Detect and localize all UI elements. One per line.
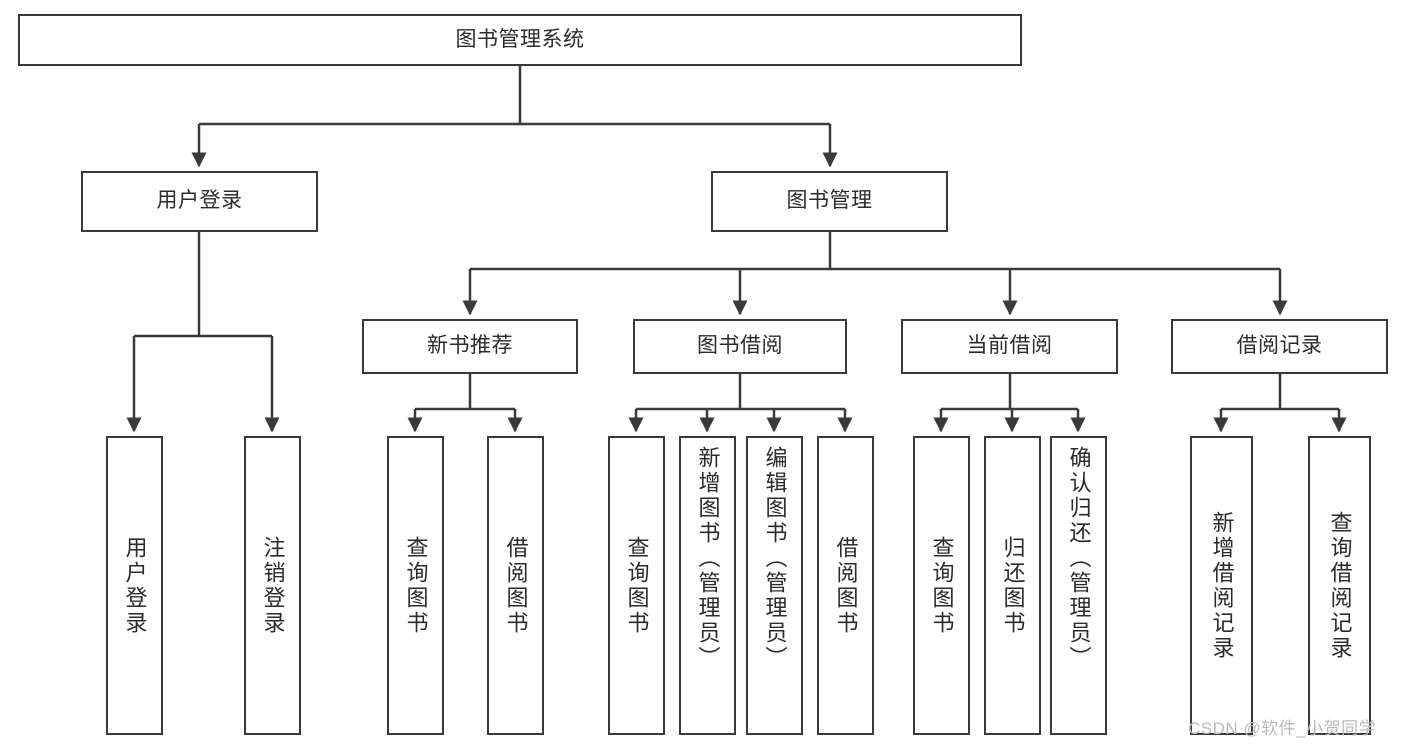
node-leaf-query-book-borrow-label: 查询图书	[624, 535, 650, 636]
node-book-borrow-label: 图书借阅	[697, 334, 783, 358]
node-new-book-recommend-label: 新书推荐	[427, 334, 513, 358]
node-book-borrow[interactable]: 图书借阅	[633, 319, 847, 374]
node-leaf-query-borrow-record[interactable]: 查询借阅记录	[1308, 436, 1371, 735]
node-current-borrow[interactable]: 当前借阅	[901, 319, 1118, 374]
node-leaf-add-borrow-record-label: 新增借阅记录	[1209, 510, 1235, 661]
node-leaf-confirm-return-admin[interactable]: 确认归还（管理员）	[1050, 436, 1107, 735]
node-leaf-edit-book-admin-label: 编辑图书（管理员）	[762, 446, 788, 671]
node-current-borrow-label: 当前借阅	[966, 334, 1053, 358]
node-leaf-borrow-book-new-label: 借阅图书	[503, 535, 529, 636]
node-leaf-edit-book-admin[interactable]: 编辑图书（管理员）	[746, 436, 803, 735]
node-leaf-query-book-new-label: 查询图书	[403, 535, 429, 636]
node-leaf-borrow-book[interactable]: 借阅图书	[817, 436, 874, 735]
node-leaf-query-book-current-label: 查询图书	[929, 535, 955, 636]
node-leaf-query-borrow-record-label: 查询借阅记录	[1327, 510, 1353, 661]
node-root[interactable]: 图书管理系统	[18, 14, 1022, 66]
node-leaf-query-book-new[interactable]: 查询图书	[387, 436, 444, 735]
node-new-book-recommend[interactable]: 新书推荐	[362, 319, 578, 374]
node-leaf-borrow-book-new[interactable]: 借阅图书	[487, 436, 544, 735]
node-borrow-records-label: 借阅记录	[1236, 334, 1323, 358]
node-leaf-user-login[interactable]: 用户登录	[106, 436, 163, 735]
node-leaf-confirm-return-admin-label: 确认归还（管理员）	[1066, 446, 1092, 671]
node-leaf-return-book-label: 归还图书	[1000, 535, 1026, 636]
node-leaf-return-book[interactable]: 归还图书	[984, 436, 1041, 735]
node-user-login-label: 用户登录	[156, 189, 243, 213]
node-leaf-add-book-admin[interactable]: 新增图书（管理员）	[679, 436, 736, 735]
node-leaf-add-book-admin-label: 新增图书（管理员）	[695, 446, 721, 671]
node-book-management[interactable]: 图书管理	[711, 171, 948, 232]
node-leaf-query-book-borrow[interactable]: 查询图书	[608, 436, 665, 735]
node-leaf-user-login-label: 用户登录	[122, 535, 148, 636]
csdn-watermark: CSDN @软件_小贺同学	[1188, 719, 1377, 738]
node-leaf-logout-label: 注销登录	[260, 535, 286, 636]
node-book-management-label: 图书管理	[786, 189, 873, 213]
node-borrow-records[interactable]: 借阅记录	[1171, 319, 1388, 374]
node-leaf-logout[interactable]: 注销登录	[244, 436, 301, 735]
node-user-login[interactable]: 用户登录	[81, 171, 318, 232]
node-leaf-query-book-current[interactable]: 查询图书	[913, 436, 970, 735]
node-leaf-add-borrow-record[interactable]: 新增借阅记录	[1190, 436, 1253, 735]
node-root-label: 图书管理系统	[455, 27, 585, 51]
node-leaf-borrow-book-label: 借阅图书	[833, 535, 859, 636]
